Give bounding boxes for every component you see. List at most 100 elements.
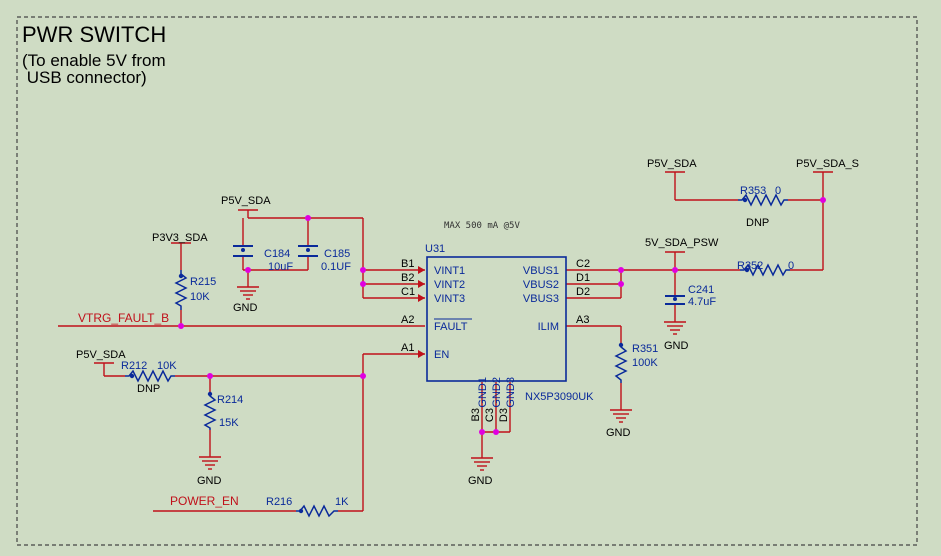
r352-ref: R352 (737, 260, 763, 272)
pin-number-d1: D1 (576, 272, 590, 284)
r352-value: 0 (788, 260, 794, 272)
net-labels: P5V_SDA P3V3_SDA P5V_SDA P5V_SDA P5V_SDA… (76, 158, 859, 487)
pin-name-gnd2: GND2 (491, 377, 503, 408)
r351-value: 100K (632, 357, 658, 369)
pin-name-vint2: VINT2 (434, 279, 465, 291)
c241-ref: C241 (688, 284, 714, 296)
net-label-gnd-u31: GND (468, 475, 493, 487)
r216-ref: R216 (266, 496, 292, 508)
resistors (125, 193, 790, 518)
resistor-r212 (125, 369, 175, 383)
capacitor-c185 (298, 245, 318, 257)
resistor-r216 (296, 504, 338, 518)
ground-symbol-r351 (610, 409, 632, 423)
net-label-gnd-r214: GND (197, 475, 222, 487)
pin-name-vint1: VINT1 (434, 265, 465, 277)
ic-part-label: NX5P3090UK (525, 391, 594, 403)
pin-name-vbus2: VBUS2 (523, 279, 559, 291)
sheet-subtitle-line2: USB connector) (22, 68, 147, 87)
r216-value: 1K (335, 496, 349, 508)
r212-value: 10K (157, 360, 177, 372)
ground-symbol-r214 (199, 456, 221, 470)
ic-bottom-pin-numbers: B3 C3 D3 (470, 408, 510, 422)
ic-pin-arrows (418, 266, 425, 358)
pin-name-fault: FAULT (434, 321, 468, 333)
r214-value: 15K (219, 417, 239, 429)
c184-value: 10uF (268, 261, 293, 273)
r351-ref: R351 (632, 343, 658, 355)
c241-value: 4.7uF (688, 296, 716, 308)
net-label-gnd-c241: GND (664, 340, 689, 352)
c185-value: 0.1UF (321, 261, 351, 273)
ground-symbols (199, 286, 686, 471)
signal-labels: VTRG_FAULT_B POWER_EN (78, 311, 239, 508)
r353-dnp: DNP (746, 217, 769, 229)
pin-number-a2: A2 (401, 314, 414, 326)
net-label-p5v-sda-right: P5V_SDA (647, 158, 697, 170)
ground-symbol-c184 (237, 286, 259, 300)
net-label-p5v-sda-s: P5V_SDA_S (796, 158, 859, 170)
ic-note-label: MAX 500 mA @5V (444, 221, 520, 231)
pin-number-c2: C2 (576, 258, 590, 270)
ic-bottom-pin-names: GND1 GND2 GND3 (477, 377, 517, 408)
ic-right-pin-names: VBUS1 VBUS2 VBUS3 ILIM (523, 265, 559, 333)
pin-name-vbus1: VBUS1 (523, 265, 559, 277)
net-label-gnd-r351: GND (606, 427, 631, 439)
r353-ref: R353 (740, 185, 766, 197)
pin-name-gnd3: GND3 (505, 377, 517, 408)
pin-number-a1: A1 (401, 342, 414, 354)
ic-u31-body (426, 256, 567, 382)
ic-right-pin-numbers: C2 D1 D2 A3 (576, 258, 590, 326)
resistor-r352 (740, 263, 790, 277)
r214-ref: R214 (217, 394, 243, 406)
ic-left-pin-names: VINT1 VINT2 VINT3 FAULT EN (434, 265, 468, 361)
pin-name-vint3: VINT3 (434, 293, 465, 305)
net-label-vtrg-fault-b: VTRG_FAULT_B (78, 311, 169, 325)
pin-number-d2: D2 (576, 286, 590, 298)
dnp-labels: DNP DNP (137, 217, 769, 395)
ground-symbol-c241 (664, 321, 686, 335)
r212-ref: R212 (121, 360, 147, 372)
sheet-border (16, 16, 918, 546)
pin-name-ilim: ILIM (538, 321, 559, 333)
resistor-r214 (203, 392, 217, 430)
pin-number-a3: A3 (576, 314, 589, 326)
pin-number-b1: B1 (401, 258, 414, 270)
component-labels: C184 10uF C185 0.1UF R215 10K R212 10K R… (121, 185, 794, 508)
resistor-r353 (738, 193, 788, 207)
resistor-r351 (614, 343, 628, 383)
net-label-p5v-sda-caps: P5V_SDA (221, 195, 271, 207)
pin-number-b2: B2 (401, 272, 414, 284)
net-label-p3v3-sda: P3V3_SDA (152, 232, 208, 244)
r212-dnp: DNP (137, 383, 160, 395)
power-flags (94, 171, 833, 364)
pin-name-gnd1: GND1 (477, 377, 489, 408)
pin-number-c1: C1 (401, 286, 415, 298)
c185-ref: C185 (324, 248, 350, 260)
capacitor-c184 (233, 245, 253, 257)
net-label-p5v-sda-en: P5V_SDA (76, 349, 126, 361)
wires (58, 172, 824, 512)
net-label-power-en: POWER_EN (170, 494, 239, 508)
net-label-5v-sda-psw: 5V_SDA_PSW (645, 237, 719, 249)
r215-value: 10K (190, 291, 210, 303)
pin-name-en: EN (434, 349, 449, 361)
r215-ref: R215 (190, 276, 216, 288)
pin-number-b3: B3 (470, 408, 482, 421)
sheet-subtitle-line1: (To enable 5V from (22, 51, 166, 70)
sheet-title: PWR SWITCH (22, 22, 166, 47)
c184-ref: C184 (264, 248, 290, 260)
junction-dots (178, 197, 826, 435)
pin-number-d3: D3 (498, 408, 510, 422)
pin1-markers (129, 197, 750, 514)
resistor-r215 (174, 270, 188, 310)
pin-name-vbus3: VBUS3 (523, 293, 559, 305)
net-label-gnd-c184: GND (233, 302, 258, 314)
ground-symbol-u31 (471, 457, 493, 471)
capacitors (233, 245, 685, 305)
ic-left-pin-numbers: B1 B2 C1 A2 A1 (401, 258, 415, 354)
pin-number-c3: C3 (484, 408, 496, 422)
r353-value: 0 (775, 185, 781, 197)
capacitor-c241 (665, 295, 685, 305)
